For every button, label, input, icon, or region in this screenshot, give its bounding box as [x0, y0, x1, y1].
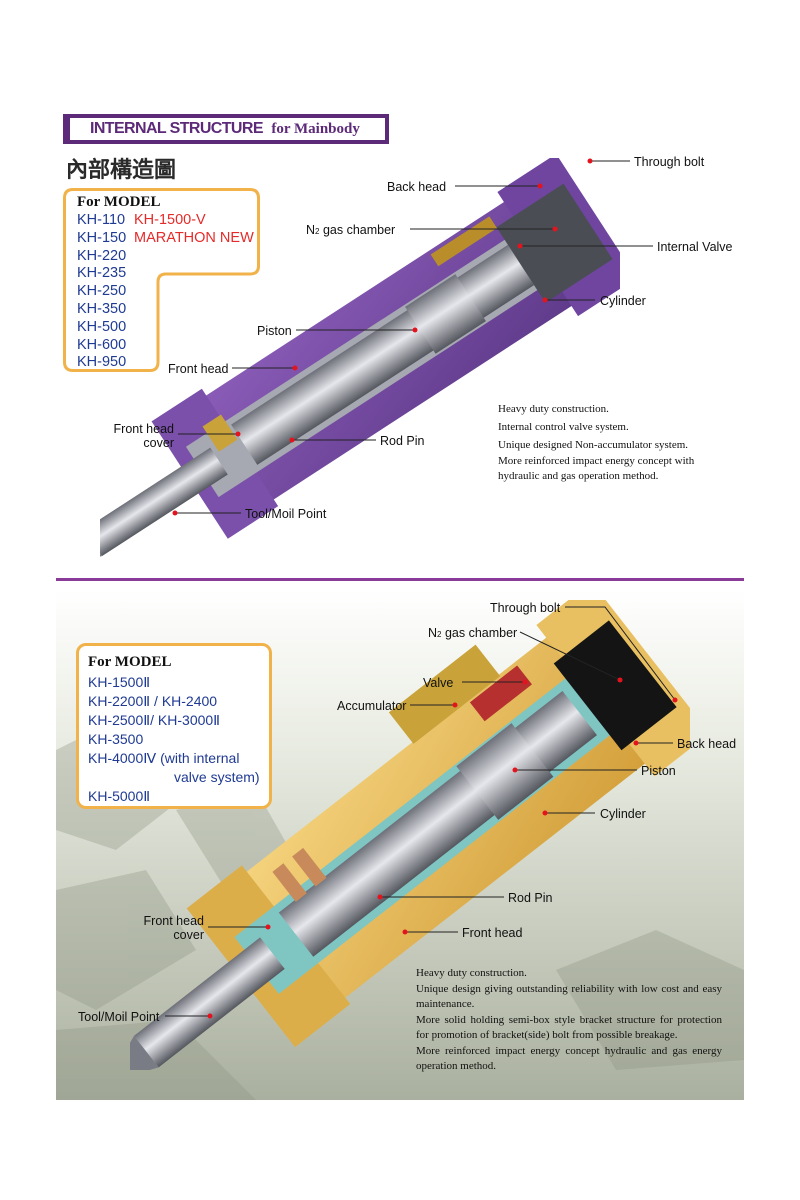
rod-pin-shape [272, 863, 307, 902]
label-tool-moil-point: Tool/Moil Point [245, 507, 327, 521]
model-item: KH-4000Ⅳ (with internal [88, 750, 240, 766]
model-item: KH-235 [77, 265, 127, 282]
label-back-head: Back head [677, 737, 737, 751]
feature-item: More solid holding semi-box style bracke… [416, 1013, 722, 1042]
tool-shape [100, 447, 228, 557]
model-item: KH-1500-V [134, 212, 206, 228]
model-item: KH-110 [77, 212, 126, 228]
top-model-header: For MODEL [77, 194, 161, 210]
model-item: KH-250 [77, 283, 127, 300]
rod-pin-shape [202, 414, 238, 452]
model-item: KH-350 [77, 300, 127, 317]
label-n2-gas-chamber: N2 gas chamber [428, 626, 518, 640]
model-item: KH-5000Ⅱ [88, 788, 151, 804]
label-accumulator: Accumulator [337, 699, 407, 713]
label-front-head: Front head [168, 362, 229, 376]
bottom-leader-lines [165, 606, 678, 1019]
feature-item: hydraulic and gas operation method. [498, 470, 659, 482]
top-model-box: For MODEL KH-110 KH-150 KH-220 KH-235 KH… [63, 188, 260, 372]
model-item: KH-150 [77, 229, 127, 246]
bottom-feature-list: Heavy duty construction. Unique design g… [416, 966, 722, 1075]
feature-item: Internal control valve system. [498, 421, 629, 433]
top-model-list-left: KH-110 KH-150 KH-220 KH-235 KH-250 KH-35… [77, 212, 126, 372]
tool-shape [134, 937, 285, 1068]
label-back-head: Back head [387, 180, 447, 194]
section-title: INTERNAL STRUCTURE [90, 120, 264, 137]
label-front-head: Front head [462, 926, 523, 940]
label-rod-pin: Rod Pin [508, 891, 553, 905]
model-item: MARATHON NEW [134, 229, 254, 246]
label-cylinder: Cylinder [600, 807, 646, 821]
label-internal-valve: Internal Valve [657, 240, 733, 254]
feature-item: Unique design giving outstanding reliabi… [416, 982, 722, 1011]
valve-shape [469, 665, 532, 722]
section-subtitle: for Mainbody [271, 121, 360, 137]
model-item: KH-220 [77, 247, 127, 264]
feature-item: Unique designed Non-accumulator system. [498, 439, 689, 451]
model-item: KH-1500Ⅱ [88, 674, 151, 690]
model-item: KH-500 [77, 318, 127, 335]
feature-item: Heavy duty construction. [498, 403, 609, 415]
model-item: KH-2200Ⅱ / KH-2400 [88, 693, 218, 709]
label-through-bolt: Through bolt [490, 601, 561, 615]
top-breaker-diagram [100, 158, 620, 568]
feature-item: More reinforced impact energy concept wi… [498, 455, 695, 467]
model-item: KH-3500 [88, 731, 144, 747]
bottom-model-header: For MODEL [88, 654, 172, 670]
label-n2-gas-chamber: N2 gas chamber [306, 223, 396, 237]
label-cylinder: Cylinder [600, 294, 646, 308]
label-rod-pin: Rod Pin [380, 434, 425, 448]
label-piston: Piston [641, 764, 676, 778]
label-valve: Valve [423, 676, 454, 690]
label-piston: Piston [257, 324, 292, 338]
gas-chamber-shape [553, 620, 677, 751]
model-item: KH-600 [77, 336, 127, 353]
top-model-box-frame [63, 188, 260, 372]
section-title-plate: INTERNAL STRUCTURE for Mainbody [70, 118, 385, 140]
model-item: KH-950 [77, 354, 127, 371]
top-leader-lines [172, 158, 653, 516]
top-model-list-right: KH-1500-V MARATHON NEW [134, 212, 254, 248]
chinese-title: 內部構造圖 [66, 157, 177, 183]
label-through-bolt: Through bolt [634, 155, 705, 169]
label-tool-moil-point: Tool/Moil Point [78, 1010, 160, 1024]
accumulator-shape [388, 644, 501, 744]
bottom-breaker-diagram [130, 600, 690, 1070]
model-item: valve system) [174, 769, 260, 785]
section-title-banner: INTERNAL STRUCTURE for Mainbody [63, 114, 389, 144]
feature-item: Heavy duty construction. [416, 967, 527, 979]
section-divider [56, 578, 744, 581]
feature-item: More reinforced impact energy concept hy… [416, 1044, 722, 1073]
bottom-model-box: For MODEL KH-1500Ⅱ KH-2200Ⅱ / KH-2400 KH… [76, 643, 272, 809]
model-item: KH-2500Ⅱ/ KH-3000Ⅱ [88, 712, 221, 728]
top-feature-list: Heavy duty construction. Internal contro… [498, 400, 738, 484]
